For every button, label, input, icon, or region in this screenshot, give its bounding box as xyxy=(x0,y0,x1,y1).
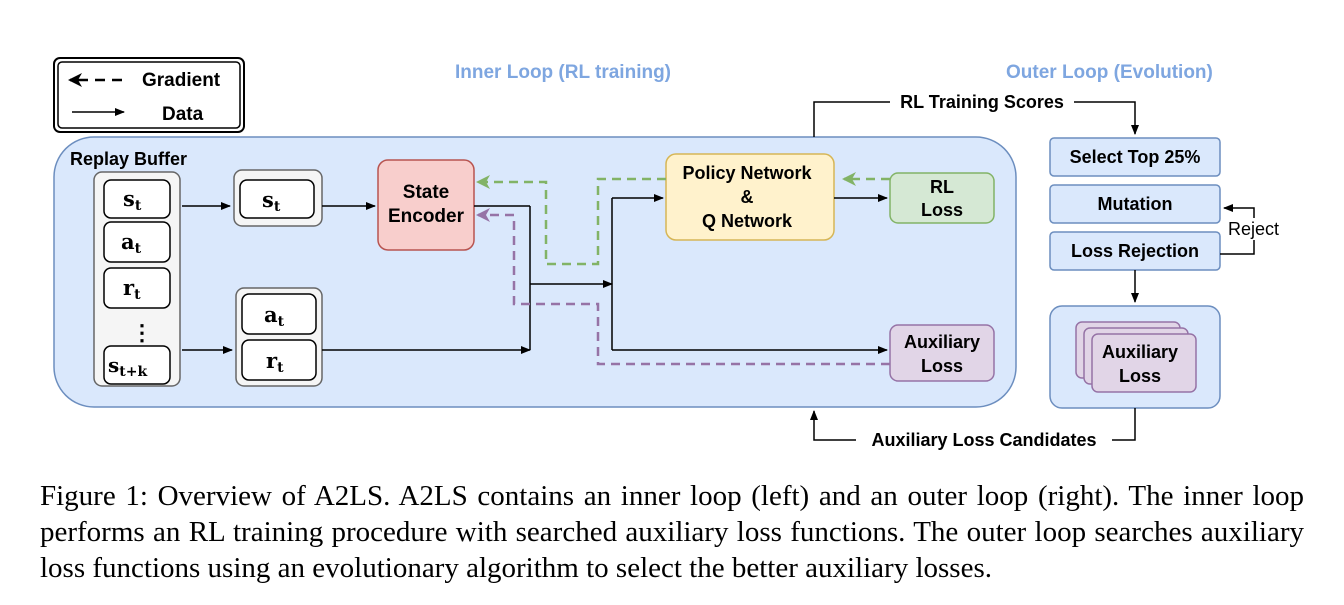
candidate-label-1: Auxiliary xyxy=(1102,342,1178,362)
select-top-box xyxy=(1049,137,1221,177)
action-input-box xyxy=(241,293,317,335)
rb-state xyxy=(103,179,171,219)
svg-text:st+k: st+k xyxy=(108,353,147,380)
inner-loop-container xyxy=(53,136,1017,408)
rl-loss-label-2: Loss xyxy=(921,200,963,220)
svg-text:at: at xyxy=(264,302,285,330)
candidate-label-2: Loss xyxy=(1119,366,1161,386)
policy-label-1: Policy Network xyxy=(682,163,812,183)
replay-buffer: st at rt ⋮ st+k xyxy=(93,171,181,387)
data-arrows xyxy=(182,194,888,354)
svg-text:st: st xyxy=(262,187,281,215)
svg-text:rt: rt xyxy=(266,348,284,376)
encoder-gradient-purple xyxy=(476,208,890,366)
state-input-box xyxy=(239,179,315,219)
rl-training-scores-edge-right xyxy=(1074,101,1139,135)
state-encoder-label-1: State xyxy=(403,182,449,203)
aux-loss-label-1: Auxiliary xyxy=(904,332,980,352)
reject-label-bg xyxy=(1226,218,1286,240)
loss-rejection-label: Loss Rejection xyxy=(1071,241,1199,261)
policy-q-network xyxy=(665,153,835,241)
aux-candidates-edge-left xyxy=(810,410,856,441)
rl-loss-label-1: RL xyxy=(930,177,954,197)
replay-buffer-title: Replay Buffer xyxy=(70,149,187,169)
figure-caption: Figure 1: Overview of A2LS. A2LS contain… xyxy=(40,480,1304,584)
reward-input-box xyxy=(241,339,317,381)
rl-training-scores-edge xyxy=(813,101,890,137)
aux-candidates-edge xyxy=(1112,408,1136,441)
svg-text:at: at xyxy=(121,229,142,257)
state-encoder-label-2: Encoder xyxy=(388,206,465,227)
rb-state-future xyxy=(103,345,171,385)
mutation-box xyxy=(1049,184,1221,224)
rb-reward xyxy=(103,267,171,309)
legend: Gradient Data xyxy=(53,57,245,133)
svg-text:st: st xyxy=(123,186,142,214)
auxiliary-loss-inner xyxy=(889,324,995,382)
reject-label: Reject xyxy=(1228,219,1279,239)
a2ls-diagram: Gradient Data Inner Loop (RL training) O… xyxy=(53,57,1286,450)
aux-loss-label-2: Loss xyxy=(921,356,963,376)
rb-ellipsis: ⋮ xyxy=(131,320,153,346)
legend-data-label: Data xyxy=(162,104,204,125)
mutation-label: Mutation xyxy=(1098,194,1173,214)
policy-label-2: & xyxy=(741,187,754,207)
rl-training-scores-label: RL Training Scores xyxy=(900,92,1064,112)
policy-label-3: Q Network xyxy=(702,211,793,231)
legend-gradient-label: Gradient xyxy=(142,70,221,91)
state-encoder xyxy=(377,159,475,251)
aux-candidates-label: Auxiliary Loss Candidates xyxy=(871,430,1096,450)
rl-loss xyxy=(889,172,995,224)
inner-loop-header: Inner Loop (RL training) xyxy=(455,62,671,83)
rb-action xyxy=(103,221,171,263)
svg-text:rt: rt xyxy=(123,275,141,303)
select-top-label: Select Top 25% xyxy=(1070,147,1201,167)
outer-loop-header: Outer Loop (Evolution) xyxy=(1006,62,1213,83)
candidate-card-front xyxy=(1091,333,1197,393)
